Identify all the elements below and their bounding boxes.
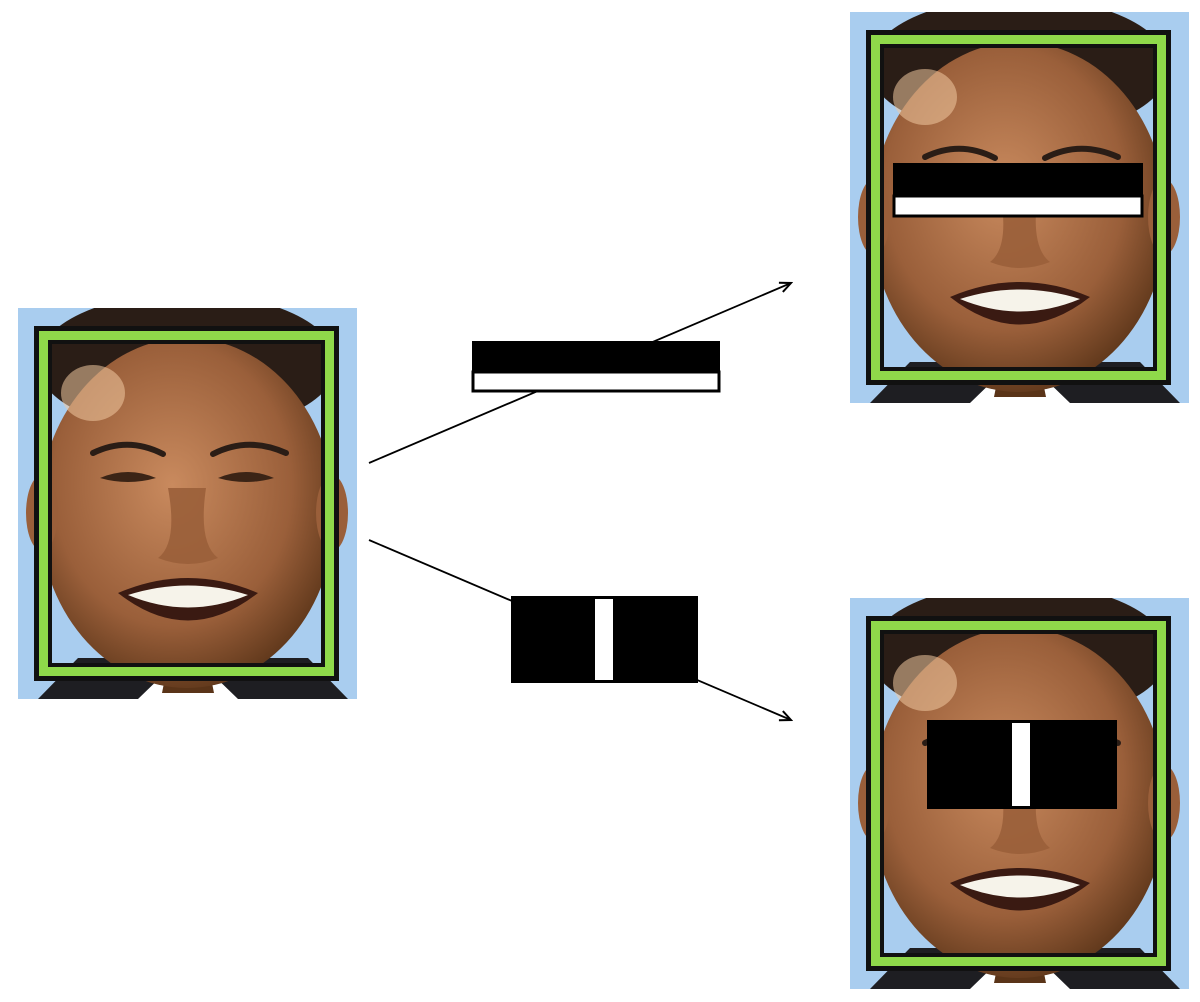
edge-overlay-light-region bbox=[892, 194, 1144, 218]
detection-frame-inner bbox=[880, 630, 1157, 957]
edge-feature-light-region bbox=[471, 370, 721, 393]
forehead-highlight bbox=[61, 365, 125, 421]
teeth bbox=[960, 289, 1080, 312]
detection-frame-outer bbox=[34, 326, 339, 681]
left-eyebrow bbox=[922, 145, 998, 161]
detection-frame-green bbox=[871, 35, 1166, 380]
left-eye bbox=[100, 472, 156, 482]
detection-frame-outer bbox=[866, 616, 1171, 971]
right-eye bbox=[218, 472, 274, 482]
detection-frame-green bbox=[39, 331, 334, 676]
forehead-highlight bbox=[893, 69, 957, 125]
line-feature bbox=[511, 596, 698, 683]
detection-frame-inner bbox=[880, 44, 1157, 371]
teeth bbox=[128, 585, 248, 608]
line-feature-overlay bbox=[927, 720, 1117, 809]
edge-feature-dark-region bbox=[472, 341, 720, 372]
line-feature-light-region bbox=[595, 599, 613, 680]
detection-frame-inner bbox=[48, 340, 325, 667]
edge-feature bbox=[471, 341, 721, 393]
edge-feature-overlay bbox=[892, 163, 1144, 218]
input-face-photo bbox=[18, 308, 357, 699]
left-eyebrow bbox=[90, 441, 166, 457]
nose bbox=[158, 488, 218, 564]
edge-overlay-dark-region bbox=[893, 163, 1143, 196]
teeth bbox=[960, 875, 1080, 898]
right-eyebrow bbox=[210, 441, 289, 457]
right-eyebrow bbox=[1042, 145, 1121, 161]
detection-frame-outer bbox=[866, 30, 1171, 385]
detection-frame-green bbox=[871, 621, 1166, 966]
forehead-highlight bbox=[893, 655, 957, 711]
line-overlay-light-region bbox=[1012, 723, 1030, 806]
